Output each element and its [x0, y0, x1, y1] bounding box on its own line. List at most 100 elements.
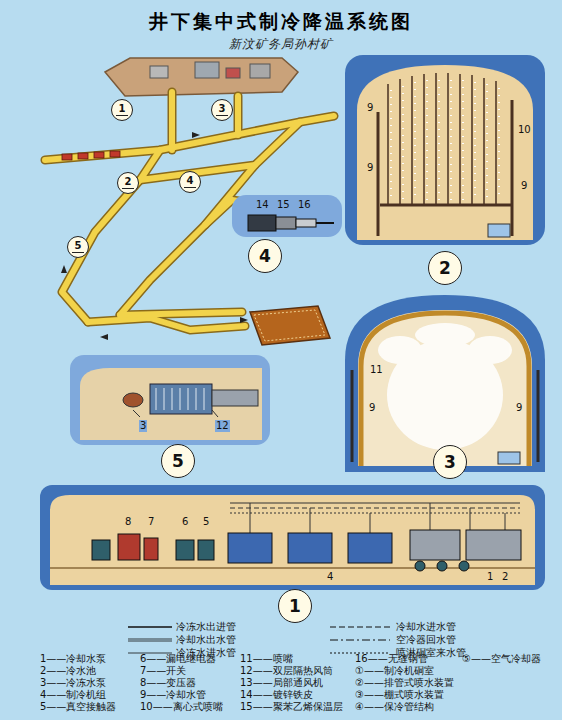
- supply-pipe: [351, 370, 354, 462]
- circle-badge: 1: [111, 99, 133, 121]
- callout-number: 2: [501, 571, 509, 583]
- insulated-pipe: [276, 217, 296, 229]
- pumps: [415, 561, 469, 571]
- callout-number: 9: [515, 402, 523, 414]
- tunnel-section: [357, 65, 533, 240]
- legend-entry: 冷却水进水管: [396, 621, 456, 633]
- callout-number: 9: [366, 102, 374, 114]
- callout-number: 4: [326, 571, 334, 583]
- callout-number: 6: [181, 516, 189, 528]
- circle-number: 4: [187, 176, 194, 186]
- panel-frame: [345, 55, 545, 245]
- circle-number: 3: [219, 104, 226, 114]
- callout-number: 12: [215, 420, 230, 432]
- callout-number: 11: [369, 364, 384, 376]
- callout-number: 3: [139, 420, 147, 432]
- water-trough: [488, 224, 510, 237]
- key-entry: 14——镀锌铁皮: [240, 689, 313, 701]
- fraction-bar: [116, 115, 128, 116]
- cooler-coil: [156, 388, 204, 410]
- callout-number: 9: [368, 402, 376, 414]
- insulated-pipe: [296, 219, 316, 227]
- key-entry: ⑤——空气冷却器: [462, 653, 541, 665]
- callout-number: 10: [517, 124, 532, 136]
- circle-number: 2: [125, 177, 132, 187]
- key-entry: 2——冷水池: [40, 665, 96, 677]
- key-entry: 12——双层隔热风筒: [240, 665, 333, 677]
- insulated-pipe: [248, 215, 276, 231]
- water-tanks: [410, 530, 521, 560]
- panel-frame: [232, 195, 342, 237]
- legend-entry: 冷冻水出进管: [176, 621, 236, 633]
- refrigeration-units: [228, 533, 392, 563]
- callout-number: 9: [520, 180, 528, 192]
- fraction-bar: [122, 188, 134, 189]
- supply-pipe: [537, 370, 540, 462]
- panel-frame: [70, 355, 270, 445]
- fraction-bar: [184, 187, 196, 188]
- circle-badge: 3: [211, 99, 233, 121]
- overhead-pipes: [230, 503, 520, 533]
- key-entry: 7——开关: [140, 665, 186, 677]
- callout-number: 1: [486, 571, 494, 583]
- leader-line: [212, 410, 218, 417]
- circle-number: 2: [439, 260, 451, 277]
- key-entry: ③——棚式喷水装置: [355, 689, 444, 701]
- working-face-pattern: [254, 310, 325, 341]
- legend-entry: 冷却水出水管: [176, 634, 236, 646]
- spray-shed: [361, 313, 529, 466]
- circle-badge: 4: [248, 239, 282, 273]
- air-duct: [212, 390, 258, 406]
- key-entry: ②——排管式喷水装置: [355, 677, 454, 689]
- key-entry: ④——保冷管结构: [355, 701, 434, 713]
- legend-entry: 空冷器回水管: [396, 634, 456, 646]
- insulated-pipe: [316, 222, 334, 224]
- leader-line: [133, 410, 140, 417]
- key-entry: ①——制冷机硐室: [355, 665, 434, 677]
- callout-number: 7: [147, 516, 155, 528]
- circle-badge: 1: [278, 589, 312, 623]
- circle-badge: 3: [433, 445, 467, 479]
- water-spray: [378, 323, 512, 450]
- chamber-section: [50, 495, 535, 585]
- spray-pipes: [388, 73, 496, 205]
- circle-number: 1: [119, 104, 126, 114]
- supply-pipe: [511, 100, 514, 236]
- key-entry: 3——冷冻水泵: [40, 677, 106, 689]
- tunnel-section: [80, 368, 262, 440]
- subtitle: 新汶矿务局孙村矿: [229, 38, 333, 52]
- title: 井下集中式制冷降温系统图: [149, 11, 413, 33]
- callout-number: 14: [255, 199, 270, 211]
- circle-badge: 4: [179, 171, 201, 193]
- key-entry: 1——冷却水泵: [40, 653, 106, 665]
- tunnel-section: [358, 310, 532, 466]
- callout-number: 8: [124, 516, 132, 528]
- key-entry: 8——变压器: [140, 677, 196, 689]
- callout-number: 9: [366, 162, 374, 174]
- key-entry: 11——喷嘴: [240, 653, 293, 665]
- circle-number: 5: [75, 241, 82, 251]
- key-entry: 15——聚苯乙烯保温层: [240, 701, 343, 713]
- fraction-bar: [72, 252, 84, 253]
- circle-badge: 5: [67, 236, 89, 258]
- legend-samples: [128, 627, 390, 653]
- chiller-room: [62, 151, 120, 160]
- callout-number: 16: [297, 199, 312, 211]
- legend-entry: 喷淋硐室来水管: [396, 647, 466, 659]
- flow-arrows: [61, 132, 248, 340]
- key-entry: 5——真空接触器: [40, 701, 116, 713]
- circle-number: 1: [289, 598, 301, 615]
- circle-badge: 2: [117, 172, 139, 194]
- panel-frame: [40, 485, 545, 590]
- key-entry: 4——制冷机组: [40, 689, 106, 701]
- callout-number: 5: [202, 516, 210, 528]
- key-entry: 13——局部通风机: [240, 677, 323, 689]
- fan: [123, 393, 143, 407]
- circle-number: 4: [259, 248, 271, 265]
- key-entry: 10——离心式喷嘴: [140, 701, 223, 713]
- callout-number: 15: [276, 199, 291, 211]
- circle-number: 3: [444, 454, 456, 471]
- air-cooler: [150, 384, 212, 414]
- working-face: [250, 306, 330, 345]
